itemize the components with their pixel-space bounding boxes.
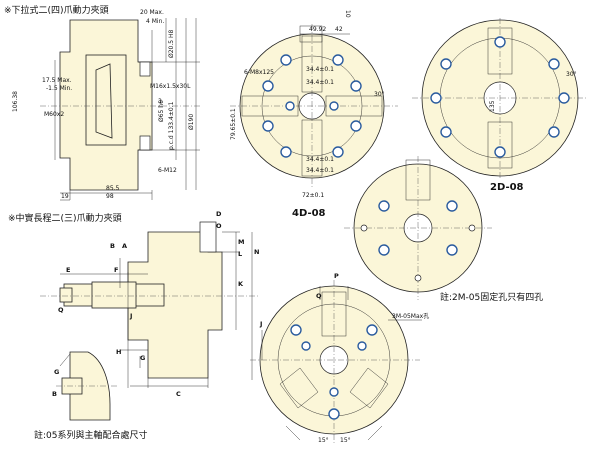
spindle-detail-view: G B 註:05系列與主軸配合處尺寸 [34, 351, 148, 441]
letter-c: C [176, 390, 181, 398]
label-4d-08: 4D-08 [292, 208, 326, 219]
note-2m05: 註:2M-05固定孔只有四孔 [440, 291, 543, 303]
dim-pcd-133: p.c.d 133.4±0.1 [168, 101, 175, 150]
letter-m: M [238, 238, 244, 246]
letter-h: H [116, 348, 121, 356]
letter-d: D [216, 210, 222, 218]
letter-l: L [238, 250, 242, 258]
dim-6m8: 6-M8x125 [244, 69, 274, 76]
dim-m60: M60x2 [44, 111, 64, 118]
dim-1-5min: -1.5 Min. [46, 85, 72, 92]
dim-106-38: 106.38 [12, 91, 19, 112]
letter-n: N [254, 248, 259, 256]
letter-q-face: Q [316, 292, 322, 300]
note-spindle-05: 註:05系列與主軸配合處尺寸 [34, 429, 148, 441]
dim-15-a: 15° [318, 437, 329, 444]
dim-34-4-b: 34.4±0.1 [306, 79, 334, 86]
dim-3: 3 [158, 98, 162, 105]
dim-135: 135 [489, 100, 496, 112]
dim-17-5max: 17.5 Max. [42, 77, 72, 84]
label-3m05: 3M-05Max孔 [392, 312, 429, 320]
letter-a-top: A [122, 242, 127, 250]
pull-type-title: ※下拉式二(四)爪動力夾頭 [4, 4, 109, 16]
letter-j-face: J [259, 320, 262, 328]
letter-b-detail: B [52, 390, 57, 398]
pull-type-section-view: ※下拉式二(四)爪動力夾頭 20 Max. 4 Min. 17.5 Max. -… [4, 4, 200, 201]
mount-2m05-view: 註:2M-05固定孔只有四孔 [344, 156, 543, 303]
letter-q: Q [58, 306, 64, 314]
dim-19: 19 [61, 193, 69, 200]
dim-30-b: 30° [566, 71, 577, 78]
dim-42: 42 [335, 26, 343, 33]
dim-15-b: 15° [340, 437, 351, 444]
letter-f: F [114, 266, 118, 274]
dim-30-a: 30° [374, 91, 385, 98]
dim-20max: 20 Max. [140, 9, 164, 16]
letter-j: J [129, 312, 132, 320]
letter-k: K [238, 280, 244, 288]
label-2d-08: 2D-08 [490, 182, 524, 193]
two-jaw-face-view: 135 30° 2D-08 [412, 18, 588, 193]
letter-g: G [140, 354, 145, 362]
letter-o: O [216, 222, 222, 230]
long-stroke-section-view: ※中實長程二(三)爪動力夾頭 D O B A M L N K E F Q J H… [8, 210, 260, 398]
letter-e: E [66, 266, 70, 274]
letter-g-detail: G [54, 368, 59, 376]
dim-34-4-c: 34.4±0.1 [306, 156, 334, 163]
dim-m16: M16x1.5x30L [150, 83, 191, 90]
dim-4min: 4 Min. [146, 18, 164, 25]
dim-79-65: 79.65±0.1 [230, 108, 237, 140]
letter-b: B [110, 242, 115, 250]
dim-10: 10 [344, 10, 351, 18]
four-jaw-face-view: 49.92 42 10 6-M8x125 34.4±0.1 34.4±0.1 3… [230, 10, 398, 219]
dim-190: Ø190 [188, 114, 195, 130]
dim-65h6: Ø65 h6 [158, 100, 165, 122]
dim-49-92: 49.92 [309, 26, 326, 33]
dim-34-4-d: 34.4±0.1 [306, 167, 334, 174]
three-jaw-face-view: P Q J 3M-05Max孔 15° 15° [250, 272, 429, 445]
dim-85-5: 85.5 [106, 185, 120, 192]
long-stroke-title: ※中實長程二(三)爪動力夾頭 [8, 212, 122, 224]
letter-p: P [334, 272, 339, 280]
dim-6m12: 6-M12 [158, 167, 177, 174]
dim-72: 72±0.1 [302, 192, 324, 199]
dim-20-5h8: Ø20.5 H8 [168, 29, 175, 58]
dim-98: 98 [106, 193, 114, 200]
dim-34-4-a: 34.4±0.1 [306, 66, 334, 73]
